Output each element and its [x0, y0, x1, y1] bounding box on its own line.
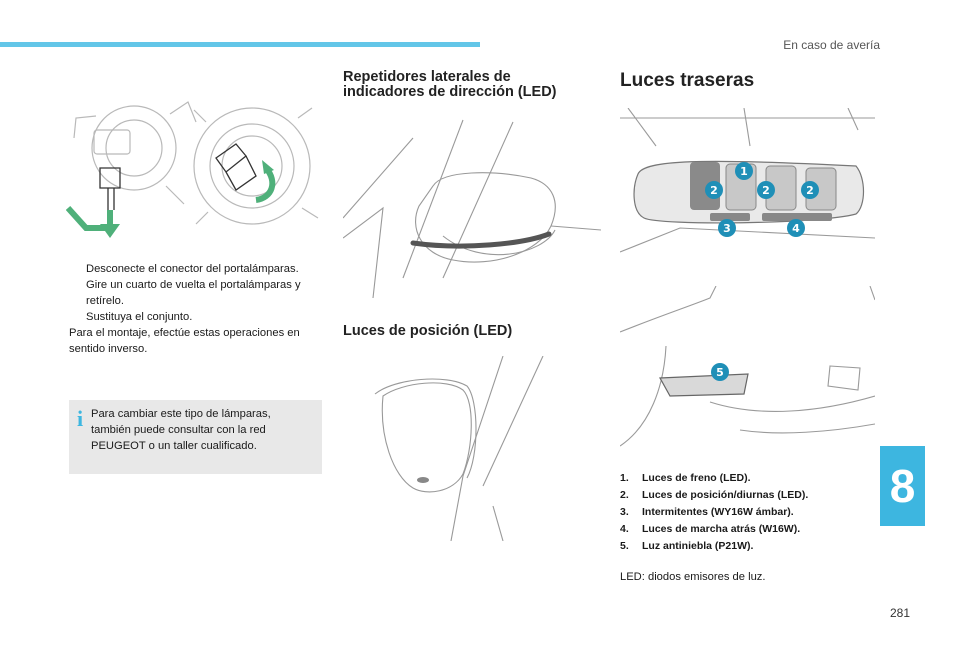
chapter-tab: 8: [880, 446, 925, 526]
rear-light-cluster-illustration: 1 2 2 2 3 4: [620, 108, 875, 253]
fog-lamp-illustration: [66, 101, 319, 238]
svg-text:2: 2: [710, 184, 718, 197]
rear-lights-legend: 1.Luces de freno (LED). 2.Luces de posic…: [620, 472, 880, 557]
section-title-side-repeaters: Repetidores laterales de indicadores de …: [343, 69, 557, 100]
svg-text:4: 4: [792, 222, 800, 235]
svg-text:2: 2: [762, 184, 770, 197]
list-item: 3.Intermitentes (WY16W ámbar).: [620, 506, 794, 518]
list-item: 1.Luces de freno (LED).: [620, 472, 751, 484]
svg-text:3: 3: [723, 222, 731, 235]
callout-markers: 5: [711, 363, 729, 381]
procedure-steps: Desconecte el conector del portalámparas…: [69, 261, 324, 357]
header-accent-bar: [0, 42, 480, 47]
info-icon: i: [77, 406, 84, 431]
pull-arrow-icon: [66, 205, 113, 231]
reassembly-note: Para el montaje, efectúe estas operacion…: [69, 327, 300, 355]
section-title-position-lights: Luces de posición (LED): [343, 323, 513, 339]
callout-markers: 1 2 2 2 3 4: [705, 162, 819, 237]
chapter-title: En caso de avería: [783, 38, 880, 52]
rear-fog-light-illustration: 5: [620, 286, 875, 447]
list-item: Gire un cuarto de vuelta el portalámpara…: [86, 279, 301, 307]
svg-text:2: 2: [806, 184, 814, 197]
mirror-position-light-illustration: [374, 356, 544, 541]
list-item: 5.Luz antiniebla (P21W).: [620, 540, 754, 552]
list-item: 2.Luces de posición/diurnas (LED).: [620, 489, 809, 501]
info-text: Para cambiar este tipo de lámparas, tamb…: [91, 408, 271, 452]
list-item: Sustituya el conjunto.: [86, 311, 193, 323]
list-item: 4.Luces de marcha atrás (W16W).: [620, 523, 801, 535]
svg-text:1: 1: [740, 165, 748, 178]
section-title-rear-lights: Luces traseras: [620, 70, 755, 91]
list-item: Desconecte el conector del portalámparas…: [86, 263, 299, 275]
info-box: i Para cambiar este tipo de lámparas, ta…: [69, 400, 322, 474]
svg-text:5: 5: [716, 366, 724, 379]
page-number: 281: [889, 606, 910, 620]
led-note: LED: diodos emisores de luz.: [620, 571, 766, 583]
mirror-repeater-illustration: [343, 119, 601, 299]
